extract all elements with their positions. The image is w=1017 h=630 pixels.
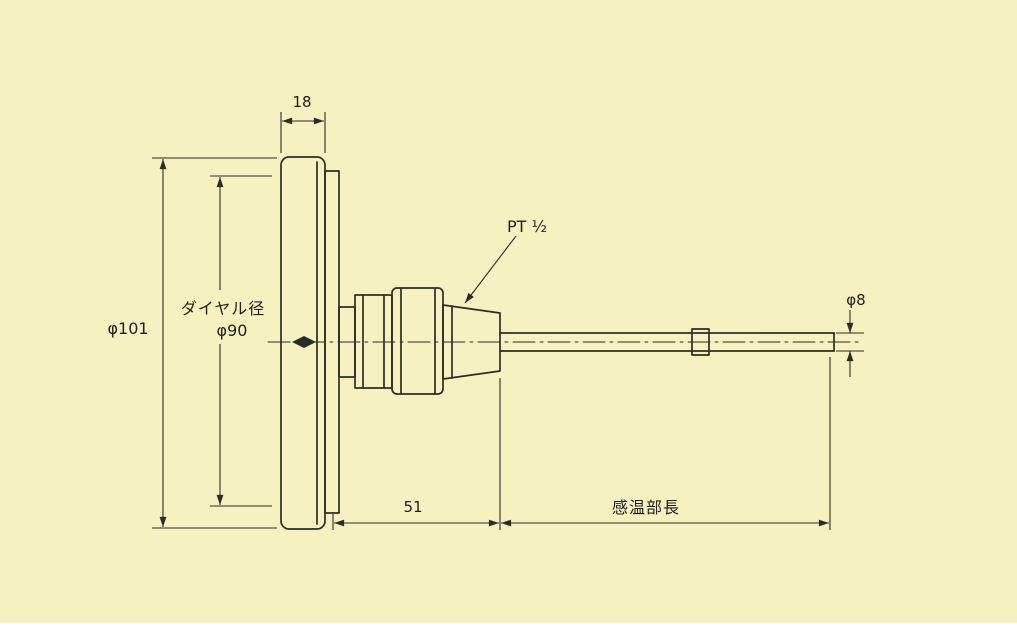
label-sensing-length: 感温部長 xyxy=(612,498,680,517)
dimension-labels: 18 φ101 ダイヤル径 φ90 PT ½ 51 感温部長 φ8 xyxy=(107,93,865,517)
dial-hub-mark xyxy=(292,336,316,348)
label-stem-diameter: φ8 xyxy=(846,291,865,309)
label-overall-diameter: φ101 xyxy=(107,319,148,338)
stem-collar xyxy=(691,328,710,356)
leader-line-thread xyxy=(464,235,517,304)
label-case-thickness: 18 xyxy=(292,93,311,111)
thermometer-body xyxy=(267,156,863,530)
label-dial-diameter-caption: ダイヤル径 xyxy=(181,299,266,318)
label-dial-diameter-value: φ90 xyxy=(217,321,248,340)
label-thread: PT ½ xyxy=(507,217,547,236)
dimension-lines xyxy=(152,112,864,530)
label-fitting-length: 51 xyxy=(403,498,422,516)
thread-adapter xyxy=(442,304,501,380)
